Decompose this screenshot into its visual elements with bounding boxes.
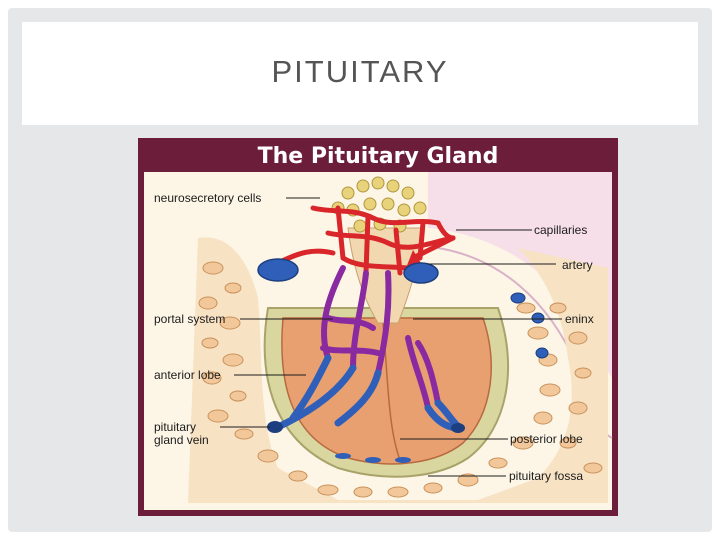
label-pituitary-gland-vein-line1: pituitary [154, 420, 196, 434]
slide-title: PITUITARY [271, 54, 449, 89]
meninx-vessels [510, 292, 549, 359]
label-capillaries: capillaries [534, 223, 587, 237]
left-sinus-vessel [257, 258, 299, 282]
leader-lines [220, 197, 562, 477]
label-portal-system: portal system [154, 312, 225, 326]
label-anterior-lobe: anterior lobe [154, 368, 221, 382]
portal-system [320, 265, 441, 411]
title-band: PITUITARY [22, 22, 698, 125]
label-meninx: eninx [565, 312, 594, 326]
pituitary-illustration: The Pituitary Gland [138, 138, 618, 516]
figure-title: The Pituitary Gland [258, 144, 499, 169]
label-pituitary-fossa: pituitary fossa [509, 469, 583, 483]
vein-exit-right [451, 423, 465, 433]
bone-cells [198, 261, 603, 498]
label-neurosecretory-cells: neurosecretory cells [154, 191, 261, 205]
pink-membrane [428, 172, 612, 378]
bone-region [188, 237, 608, 503]
pituitary-diagram: The Pituitary Gland [138, 138, 618, 516]
capillary-network [275, 205, 456, 276]
label-posterior-lobe: posterior lobe [510, 432, 583, 446]
vein-exit-left [267, 421, 283, 433]
label-artery: artery [562, 258, 593, 272]
label-pituitary-gland-vein-line2: gland vein [154, 433, 209, 447]
gland-body [281, 317, 492, 465]
fossa-bottom-vessels [335, 453, 411, 463]
right-sinus-vessel [403, 262, 439, 284]
